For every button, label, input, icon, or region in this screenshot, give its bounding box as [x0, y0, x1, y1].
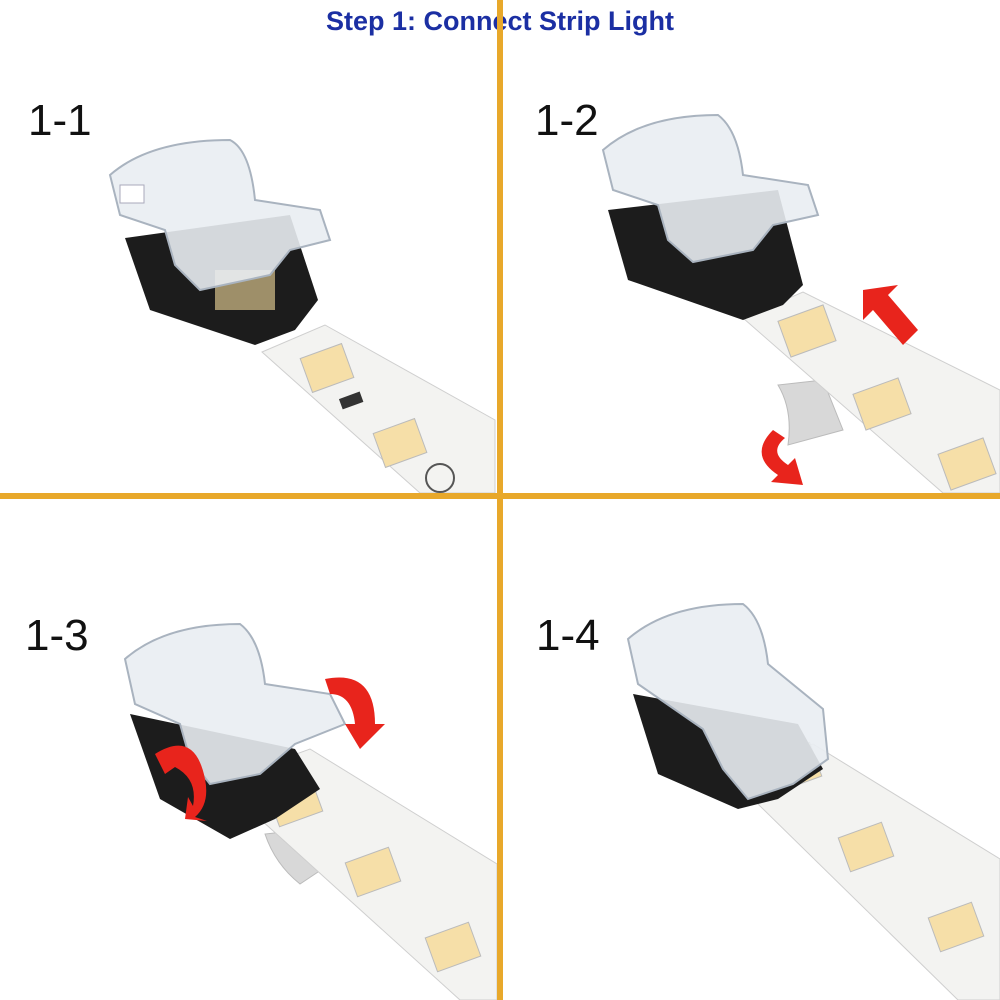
step-label: 1-2 — [535, 96, 599, 145]
step-panel-1-2: 1-2 — [503, 0, 1000, 493]
step-panel-1-3: 1-3 — [0, 499, 497, 1000]
horizontal-divider — [0, 493, 1000, 499]
connector-illustration — [601, 113, 1000, 493]
rotate-arrow-icon — [325, 677, 385, 749]
connector-illustration — [108, 138, 496, 493]
step-label: 1-1 — [28, 96, 92, 145]
connector-clip — [108, 138, 332, 292]
connector-clip — [601, 113, 820, 264]
step-label: 1-3 — [25, 611, 89, 660]
led-strip — [261, 324, 496, 493]
step-panel-1-4: 1-4 — [503, 499, 1000, 1000]
connector-illustration — [626, 602, 1000, 1000]
connector-clip-closed — [626, 602, 830, 801]
connector-illustration — [123, 622, 497, 1000]
step-label: 1-4 — [536, 611, 600, 660]
connector-clip — [123, 622, 347, 786]
push-arrow-icon — [863, 285, 918, 345]
peeled-backing — [777, 379, 844, 446]
vertical-divider — [497, 0, 503, 1000]
peel-arrow-icon — [761, 430, 803, 485]
led-strip — [742, 291, 1000, 493]
step-panel-1-1: 1-1 — [0, 0, 497, 493]
rotate-arrow-icon — [155, 745, 207, 821]
